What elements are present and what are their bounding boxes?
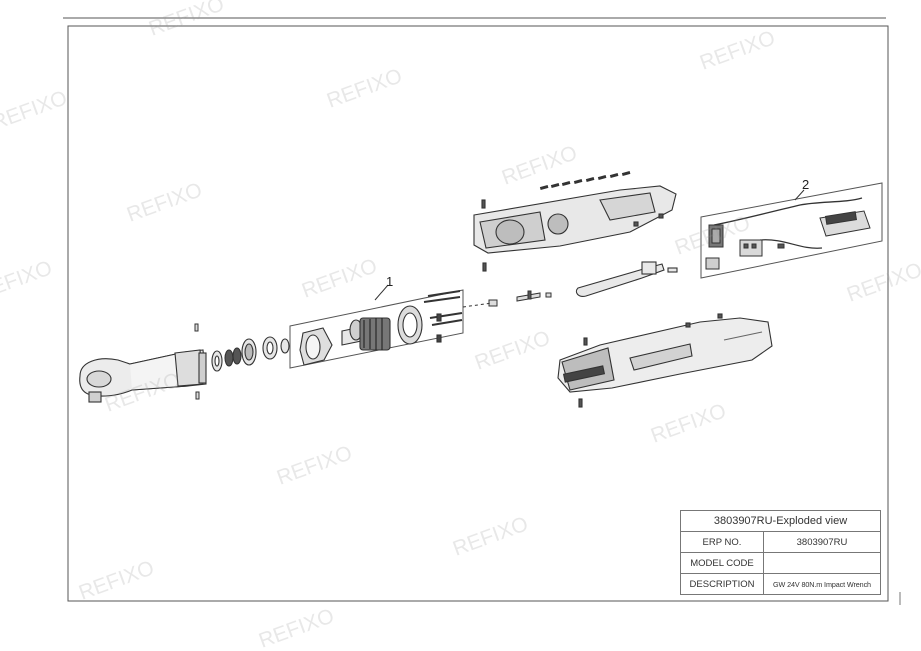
svg-text:REFIXO: REFIXO [274,441,355,489]
ratchet-pins [194,323,200,400]
callout-1-label: 1 [386,274,393,289]
housing-half-top [473,185,677,272]
small-parts [462,290,552,308]
screw-row [539,170,631,190]
ratchet-head-assembly [79,349,207,403]
motor-group-box: 1 [289,274,464,369]
svg-text:REFIXO: REFIXO [472,326,553,374]
erp-no-value: 3803907RU [763,531,881,553]
svg-text:REFIXO: REFIXO [648,399,729,447]
erp-no-label: ERP NO. [680,531,764,553]
drawing-frame [67,25,889,602]
trigger-lever [575,261,678,297]
description-value: GW 24V 80N.m Impact Wrench [763,573,881,595]
model-code-value [763,552,881,574]
svg-text:REFIXO: REFIXO [0,256,55,304]
svg-text:REFIXO: REFIXO [697,26,778,74]
electronics-group-box: 2 [700,177,883,279]
svg-text:REFIXO: REFIXO [450,512,531,560]
svg-text:REFIXO: REFIXO [324,64,405,112]
description-label: DESCRIPTION [680,573,764,595]
svg-text:REFIXO: REFIXO [0,86,70,134]
svg-text:REFIXO: REFIXO [146,0,227,41]
title-block-title: 3803907RU-Exploded view [680,510,881,532]
svg-text:REFIXO: REFIXO [299,254,380,302]
callout-2-label: 2 [802,177,809,192]
model-code-label: MODEL CODE [680,552,764,574]
housing-half-bottom [557,313,773,408]
title-block: 3803907RU-Exploded view ERP NO. 3803907R… [680,510,881,595]
svg-text:REFIXO: REFIXO [124,178,205,226]
washers-and-gears [211,336,290,372]
svg-text:REFIXO: REFIXO [76,556,157,604]
svg-text:REFIXO: REFIXO [844,258,921,306]
svg-text:REFIXO: REFIXO [256,604,337,651]
